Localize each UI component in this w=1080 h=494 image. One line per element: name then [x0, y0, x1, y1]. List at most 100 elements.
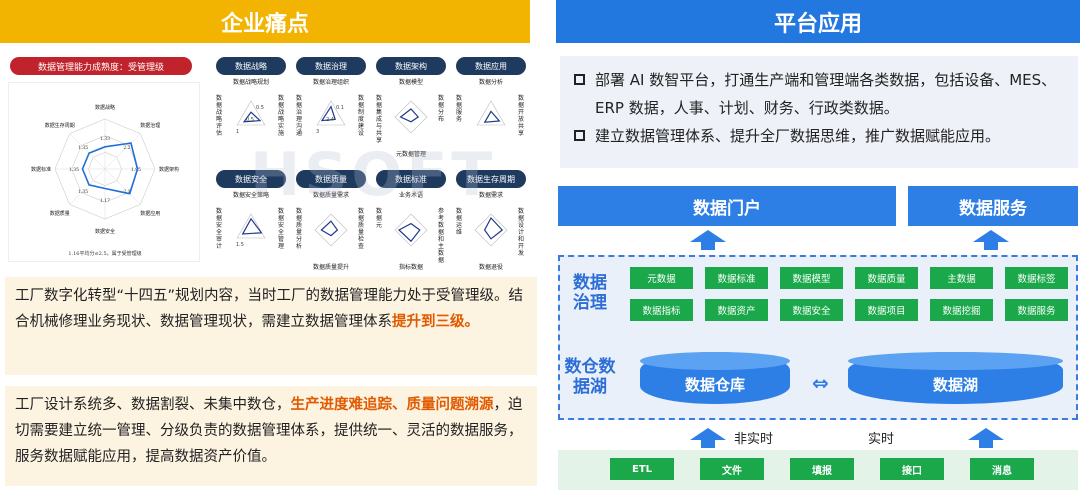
governance-tag: 数据资产 — [705, 299, 768, 321]
source-tag: 消息 — [970, 458, 1034, 480]
dimension-card: 数据应用数据分析数据开放共享数据服务 — [456, 57, 526, 160]
governance-tag: 数据安全 — [780, 299, 843, 321]
dimension-item: 数据设计和开发 — [518, 208, 525, 257]
radar-axis-label: 数据生存周期 — [45, 122, 75, 129]
dimension-item: 数据模型 — [398, 79, 423, 86]
dimension-item: 数据元 — [376, 208, 383, 229]
pain-point-1-text: 工厂数字化转型“十四五”规划内容，当时工厂的数据管理能力处于受管理级。结合机械修… — [15, 288, 524, 330]
pain-point-1: 工厂数字化转型“十四五”规划内容，当时工厂的数据管理能力处于受管理级。结合机械修… — [5, 277, 537, 375]
governance-label: 数据治理 — [573, 273, 607, 313]
dimension-shape — [397, 222, 421, 243]
radar-value-label: 1.35 — [69, 167, 79, 173]
radar-footnote: 1.16平均分≤2.5，属于受管理级 — [68, 250, 141, 257]
radar-axis — [104, 133, 141, 170]
dimension-item: 数据安全管理 — [278, 208, 285, 250]
dimension-item: 数据制度建设 — [358, 95, 365, 137]
governance-tag: 数据服务 — [1005, 299, 1068, 321]
radar-value-label: 1.33 — [100, 136, 110, 142]
non-realtime-label: 非实时 — [734, 432, 774, 447]
dimension-title: 数据架构 — [376, 57, 446, 75]
dimension-item: 数据需求 — [478, 192, 503, 199]
dimension-value: 0.1 — [336, 105, 344, 111]
radar-axis — [69, 168, 106, 205]
maturity-title: 数据管理能力成熟度：受管理级 — [10, 57, 192, 75]
governance-tag: 数据指标 — [630, 299, 693, 321]
data-portal-box: 数据门户 — [558, 186, 896, 226]
dimension-item: 数据质量检查 — [358, 208, 365, 250]
realtime-label: 实时 — [868, 432, 895, 447]
pain-point-2-text-b: ，迫切需要建立统一管理、分级负责的数据管理体系，提供统一、灵活的数据服务，服务数… — [15, 397, 523, 465]
radar-value-label: 1.35 — [78, 189, 88, 195]
dimension-card: 数据安全数据安全策略数据安全管理 数据安全审计 1.5 — [216, 170, 286, 273]
dimension-item: 业务术语 — [398, 192, 423, 199]
source-tag: ETL — [610, 458, 674, 480]
dimension-item: 参考数据和主数据 — [438, 208, 445, 264]
dimension-shape — [320, 220, 339, 237]
dimension-item: 数据分析 — [478, 79, 503, 86]
governance-tag: 主数据 — [930, 267, 993, 289]
radar-axis — [69, 133, 106, 170]
source-tag: 接口 — [880, 458, 944, 480]
up-arrow-icon — [968, 428, 1004, 448]
dimension-item: 数据战略实施 — [278, 95, 285, 137]
dimension-shape — [320, 105, 336, 122]
dimension-item: 数据集成与共享 — [376, 95, 383, 144]
radar-series — [81, 142, 139, 195]
governance-tag: 元数据 — [630, 267, 693, 289]
dimension-shape — [483, 110, 501, 123]
dimension-title: 数据生存周期 — [456, 170, 526, 188]
dimension-shape — [242, 111, 262, 123]
dimension-title: 数据安全 — [216, 170, 286, 188]
dimension-card: 数据架构数据模型数据分布数据集成与共享元数据管理 — [376, 57, 446, 160]
dimension-item: 数据质量提升 — [312, 264, 349, 271]
bullet-text: 部署 AI 数智平台，打通生产端和管理端各类数据，包括设备、MES、ERP 数据… — [595, 71, 1057, 117]
dimension-card: 数据生存周期数据需求数据设计和开发数据运维数据退役 — [456, 170, 526, 273]
dimension-value: 3 — [316, 129, 320, 135]
governance-tag: 数据挖掘 — [930, 299, 993, 321]
bullet-item: 部署 AI 数智平台，打通生产端和管理端各类数据，包括设备、MES、ERP 数据… — [574, 66, 1064, 122]
radar-value-label: 2.2 — [123, 145, 130, 151]
dimension-item: 数据安全审计 — [216, 208, 223, 250]
dimension-title: 数据质量 — [296, 170, 366, 188]
dimension-title: 数据战略 — [216, 57, 286, 75]
dimension-item: 数据安全策略 — [232, 192, 269, 199]
dimension-item: 数据分布 — [438, 95, 445, 123]
radar-value-label: 2.1 — [123, 189, 130, 195]
dimension-value: 2.4 — [326, 117, 334, 123]
up-arrow-icon — [690, 428, 726, 448]
dimension-item: 数据战略评估 — [216, 95, 223, 137]
dimension-title: 数据应用 — [456, 57, 526, 75]
dimension-item: 数据治理组织 — [312, 79, 349, 86]
pain-point-2: 工厂设计系统多、数据割裂、未集中数仓，生产进度难追踪、质量问题溯源，迫切需要建立… — [5, 386, 537, 486]
governance-tag: 数据标签 — [1005, 267, 1068, 289]
dimension-item: 数据服务 — [456, 95, 463, 123]
dimension-card: 数据质量数据质量需求数据质量检查 数据质量分析数据质量提升 — [296, 170, 366, 273]
radar-axis — [104, 168, 141, 205]
pain-point-2-highlight: 生产进度难追踪、质量问题溯源 — [290, 397, 494, 413]
radar-axis-label: 数据架构 — [159, 166, 179, 173]
up-arrow-icon — [690, 230, 726, 250]
pain-point-1-highlight: 提升到三级。 — [392, 314, 479, 330]
source-tag: 填报 — [790, 458, 854, 480]
dimension-title: 数据治理 — [296, 57, 366, 75]
bidirectional-arrow-icon: ⇔ — [812, 371, 829, 395]
square-bullet-icon — [574, 74, 585, 85]
dimension-card: 数据标准业务术语参考数据和主数据数据元指标数据 — [376, 170, 446, 273]
dimension-item: 数据质量分析 — [296, 208, 303, 250]
dimension-value: 1.5 — [236, 242, 244, 248]
dimension-item: 数据治理沟通 — [296, 95, 303, 137]
up-arrow-icon — [973, 230, 1009, 250]
governance-tag: 数据标准 — [705, 267, 768, 289]
governance-tag: 数据项目 — [855, 299, 918, 321]
dimension-shape — [399, 108, 420, 123]
dimension-item: 数据质量需求 — [312, 192, 349, 199]
square-bullet-icon — [574, 130, 585, 141]
dimension-value: 0.5 — [246, 117, 254, 123]
bullet-item: 建立数据管理体系、提升全厂数据思维，推广数据赋能应用。 — [574, 122, 1064, 150]
radar-axis-label: 数据质量 — [50, 210, 70, 217]
radar-value-label: 1.95 — [131, 167, 141, 173]
